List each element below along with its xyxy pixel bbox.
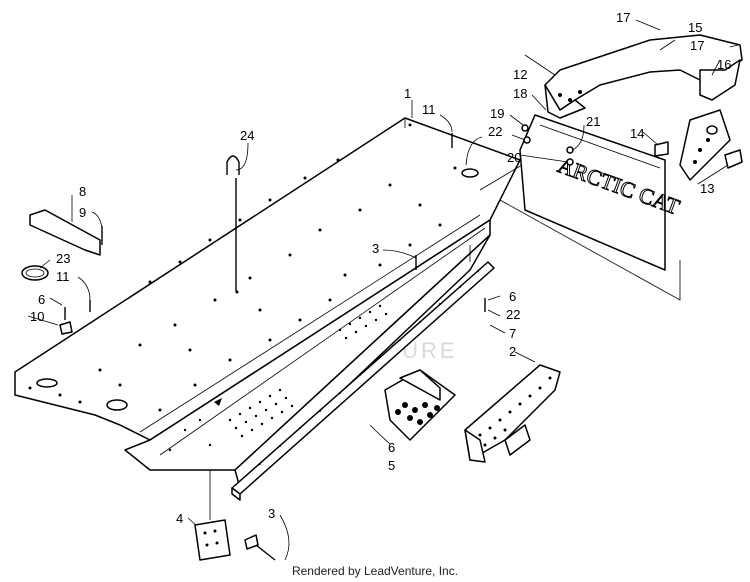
callout-6: 6 [509,289,516,304]
callout-19: 19 [490,106,504,121]
callout-2: 2 [509,344,516,359]
callout-6: 6 [38,292,45,307]
rear-flap-part: ARCTIC CAT [519,114,684,271]
footrest-plate-part [384,369,456,441]
bracket-part [464,364,561,463]
footer-credit: Rendered by LeadVenture, Inc. [291,564,459,578]
callout-11: 11 [56,269,70,284]
callout-7: 7 [509,326,516,341]
callout-23: 23 [56,251,70,266]
callout-20: 20 [507,150,521,165]
callout-24: 24 [240,128,254,143]
callout-1: 1 [404,86,411,101]
callout-14: 14 [630,126,644,141]
callout-22: 22 [506,307,520,322]
callout-17: 17 [690,38,704,53]
callout-13: 13 [700,181,714,196]
bumper-part [544,34,743,181]
callout-11: 11 [422,102,436,117]
callout-3: 3 [372,241,379,256]
callout-6: 6 [388,440,395,455]
callout-3: 3 [268,506,275,521]
callout-15: 15 [688,20,702,35]
callout-8: 8 [79,184,86,199]
leader-lines [27,19,739,561]
callout-21: 21 [586,114,600,129]
rail-strip-part [231,261,495,501]
callout-labels: 1 11 22 19 20 21 18 12 17 15 17 16 14 13… [30,10,731,526]
tunnel-part [14,117,521,489]
callout-18: 18 [513,86,527,101]
callout-5: 5 [388,458,395,473]
callout-10: 10 [30,309,44,324]
callout-22: 22 [488,124,502,139]
callout-9: 9 [79,205,86,220]
callout-12: 12 [513,67,527,82]
callout-4: 4 [176,511,183,526]
callout-17: 17 [616,10,630,25]
callout-16: 16 [717,57,731,72]
